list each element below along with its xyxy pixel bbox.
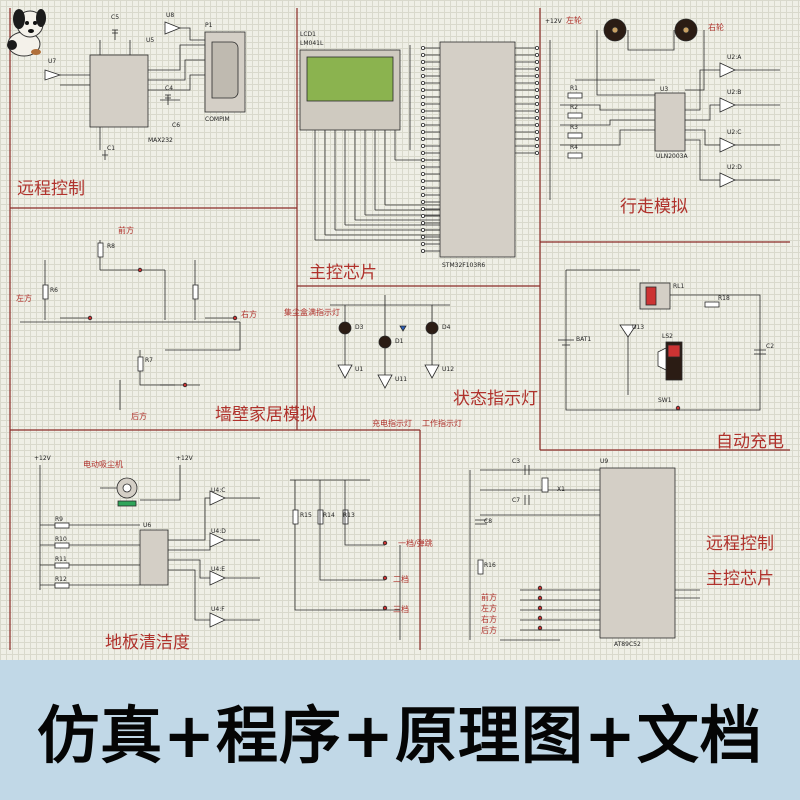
max232-model: MAX232	[148, 137, 173, 144]
r14-designator: R14	[323, 512, 335, 519]
label-r-front: 前方	[481, 593, 497, 602]
c1-designator: C1	[107, 145, 116, 152]
label-r-left: 左方	[481, 604, 497, 613]
uln-model: ULN2003A	[656, 153, 688, 160]
u2d-designator: U2:D	[727, 164, 742, 171]
u4f-designator: U4:F	[211, 606, 225, 613]
u9-designator: U9	[600, 458, 609, 465]
label-front: 前方	[118, 226, 134, 235]
section-walking-sim: 行走模拟	[620, 197, 688, 217]
label-plus12v-c: +12V	[176, 455, 193, 462]
promo-banner: 仿真+程序+原理图+文档	[0, 660, 800, 800]
section-status-lights: 状态指示灯	[453, 389, 538, 409]
r10-designator: R10	[55, 536, 67, 543]
x1-designator: X1	[557, 486, 565, 493]
r11-designator: R11	[55, 556, 67, 563]
c6-designator: C6	[172, 122, 181, 129]
c3-designator: C3	[512, 458, 521, 465]
schematic-canvas: 远程控制 主控芯片 行走模拟 墙壁家居模拟 状态指示灯 自动充电 地板清洁度 远…	[0, 0, 800, 661]
r4-designator: R4	[570, 144, 578, 151]
u2c-designator: U2:C	[727, 129, 742, 136]
section-remote-main-chip-line1: 远程控制	[706, 534, 774, 554]
section-remote-control: 远程控制	[17, 179, 85, 199]
u13-designator: U13	[632, 324, 645, 331]
r18-designator: R18	[718, 295, 730, 302]
section-wall-home-sim: 墙壁家居模拟	[215, 405, 317, 425]
d1-designator: D1	[395, 338, 404, 345]
label-level2: 二档	[393, 575, 409, 584]
dog-mascot-icon	[7, 9, 46, 57]
c5-designator: C5	[111, 14, 120, 21]
d3-designator: D3	[355, 324, 364, 331]
lcd-designator: LCD1	[300, 31, 316, 38]
circuit-wires	[9, 8, 790, 650]
u3-designator: U3	[660, 86, 669, 93]
ls2-designator: LS2	[662, 333, 673, 340]
c4-designator: C4	[165, 85, 174, 92]
r9-designator: R9	[55, 516, 63, 523]
rl1-designator: RL1	[673, 283, 685, 290]
label-left: 左方	[16, 294, 32, 303]
u12-designator: U12	[442, 366, 455, 373]
compim-model: COMPIM	[205, 116, 230, 123]
label-left-wheel: 左轮	[566, 16, 582, 25]
at89c52-model: AT89C52	[614, 641, 641, 648]
r8-designator: R8	[107, 243, 115, 250]
u8-designator: U8	[166, 12, 175, 19]
u4c-designator: U4:C	[211, 487, 226, 494]
r1-designator: R1	[570, 85, 578, 92]
u11-designator: U11	[395, 376, 408, 383]
c7-designator: C7	[512, 497, 521, 504]
r13-designator: R13	[343, 512, 355, 519]
stm32-model: STM32F103R6	[442, 262, 486, 269]
label-right: 右方	[241, 310, 257, 319]
label-vacuum-motor: 电动吸尘机	[83, 460, 123, 469]
d4-designator: D4	[442, 324, 451, 331]
c8-designator: C8	[484, 518, 493, 525]
lcd-model: LM041L	[300, 40, 324, 47]
p1-designator: P1	[205, 22, 213, 29]
label-working: 工作指示灯	[422, 419, 462, 428]
r16-designator: R16	[484, 562, 496, 569]
r6-designator: R6	[50, 287, 58, 294]
u6-designator: U6	[143, 522, 152, 529]
u7-designator: U7	[48, 58, 57, 65]
section-floor-clean: 地板清洁度	[105, 633, 190, 653]
label-r-right: 右方	[481, 615, 497, 624]
label-dust-full: 集尘盒满指示灯	[284, 308, 340, 317]
label-right-wheel: 右轮	[708, 23, 724, 32]
u1-designator: U1	[355, 366, 364, 373]
banner-text: 仿真+程序+原理图+文档	[37, 699, 763, 772]
label-level1: 一档/弹跳	[398, 539, 433, 548]
bat1-designator: BAT1	[576, 336, 592, 343]
u2a-designator: U2:A	[727, 54, 742, 61]
label-charging: 充电指示灯	[372, 419, 412, 428]
section-main-chip: 主控芯片	[309, 263, 377, 283]
u4d-designator: U4:D	[211, 528, 226, 535]
r15-designator: R15	[300, 512, 312, 519]
c2-designator: C2	[766, 343, 775, 350]
section-auto-charge: 自动充电	[716, 432, 784, 452]
r2-designator: R2	[570, 104, 578, 111]
r3-designator: R3	[570, 124, 578, 131]
r12-designator: R12	[55, 576, 67, 583]
label-back: 后方	[131, 412, 147, 421]
label-plus12v-a: +12V	[545, 18, 562, 25]
label-r-back: 后方	[481, 626, 497, 635]
section-remote-main-chip-line2: 主控芯片	[706, 569, 774, 589]
sw1-designator: SW1	[658, 397, 672, 404]
r7-designator: R7	[145, 357, 153, 364]
label-plus12v-b: +12V	[34, 455, 51, 462]
u4e-designator: U4:E	[211, 566, 226, 573]
u5-designator: U5	[146, 37, 155, 44]
label-level3: 三档	[393, 605, 409, 614]
u2b-designator: U2:B	[727, 89, 742, 96]
